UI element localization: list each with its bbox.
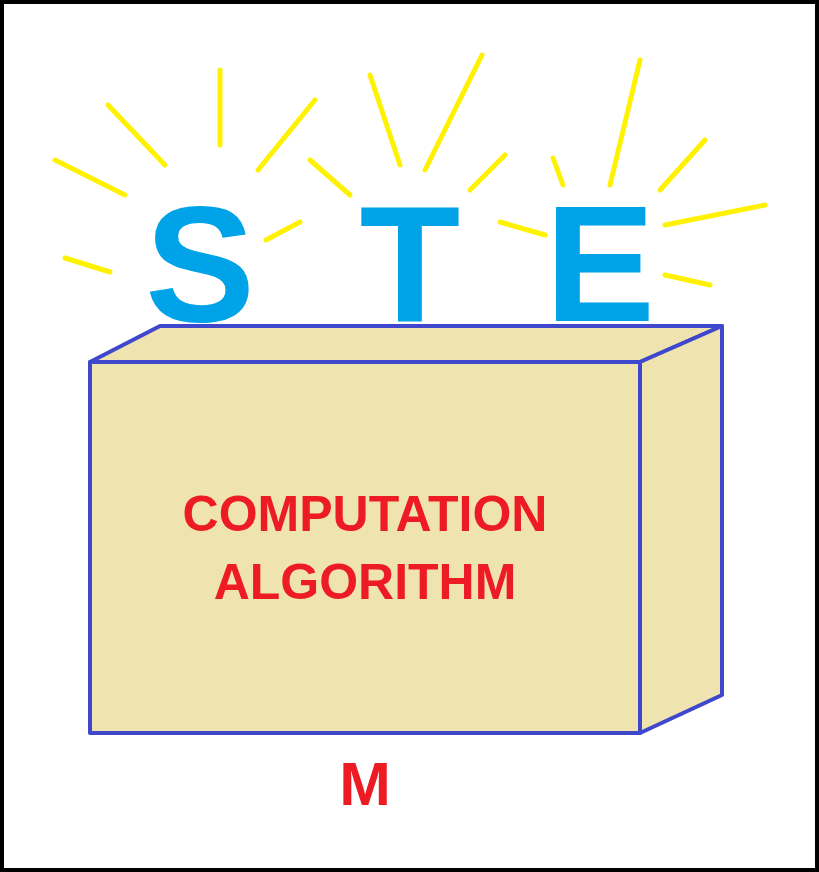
glowing-letter: S [110,182,290,347]
glowing-letter: T [320,182,500,347]
box-face: COMPUTATION ALGORITHM [90,362,640,733]
box-3d [90,326,722,733]
glowing-letter: E [510,182,690,347]
box-text: COMPUTATION ALGORITHM [150,480,580,616]
process-box: COMPUTATION ALGORITHMM [90,362,640,733]
box-name: M [90,753,640,815]
